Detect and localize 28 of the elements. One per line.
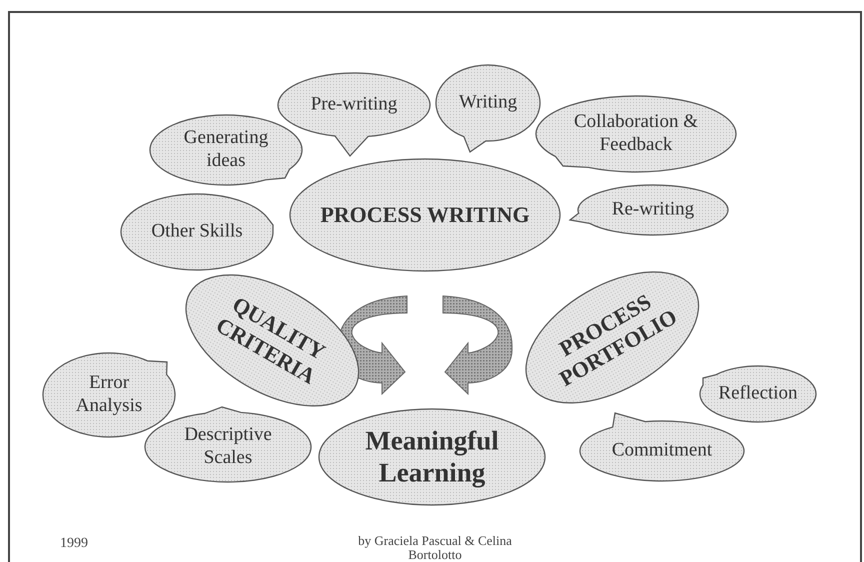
speech-bubble: [700, 366, 816, 422]
speech-bubble: [145, 407, 311, 482]
bubble-text: Collaboration & Feedback: [572, 111, 699, 157]
bubble-text: Commitment: [610, 440, 714, 462]
bubble-text: Pre-writing: [310, 94, 398, 116]
author-credit: by Graciela Pascual & Celina Bortolotto: [357, 534, 513, 562]
node-title: PROCESS WRITING: [319, 202, 531, 228]
bubble-text: Descriptive Scales: [183, 424, 273, 470]
speech-bubble: [580, 413, 744, 481]
year-label: 1999: [60, 536, 89, 552]
bubble-text: Generating ideas: [182, 127, 270, 173]
speech-bubble: [436, 65, 540, 152]
ellipse-node: [526, 272, 698, 402]
node-title: Meaningful Learning: [364, 424, 500, 490]
bubble-text: Re-writing: [610, 198, 696, 222]
bubble-text: Reflection: [717, 382, 799, 406]
bubble-text: Other Skills: [150, 220, 244, 244]
speech-bubble: [570, 185, 728, 235]
speech-bubble: [278, 73, 430, 156]
ellipse-node: [186, 274, 358, 406]
ellipse-node: [290, 159, 560, 271]
speech-bubble: [150, 115, 302, 185]
bubble-text: Error Analysis: [74, 372, 144, 418]
speech-bubble: [121, 194, 273, 270]
speech-bubble: [43, 353, 175, 437]
bubble-text: Writing: [458, 92, 518, 114]
speech-bubble: [536, 96, 736, 172]
ellipse-node: [319, 409, 545, 505]
